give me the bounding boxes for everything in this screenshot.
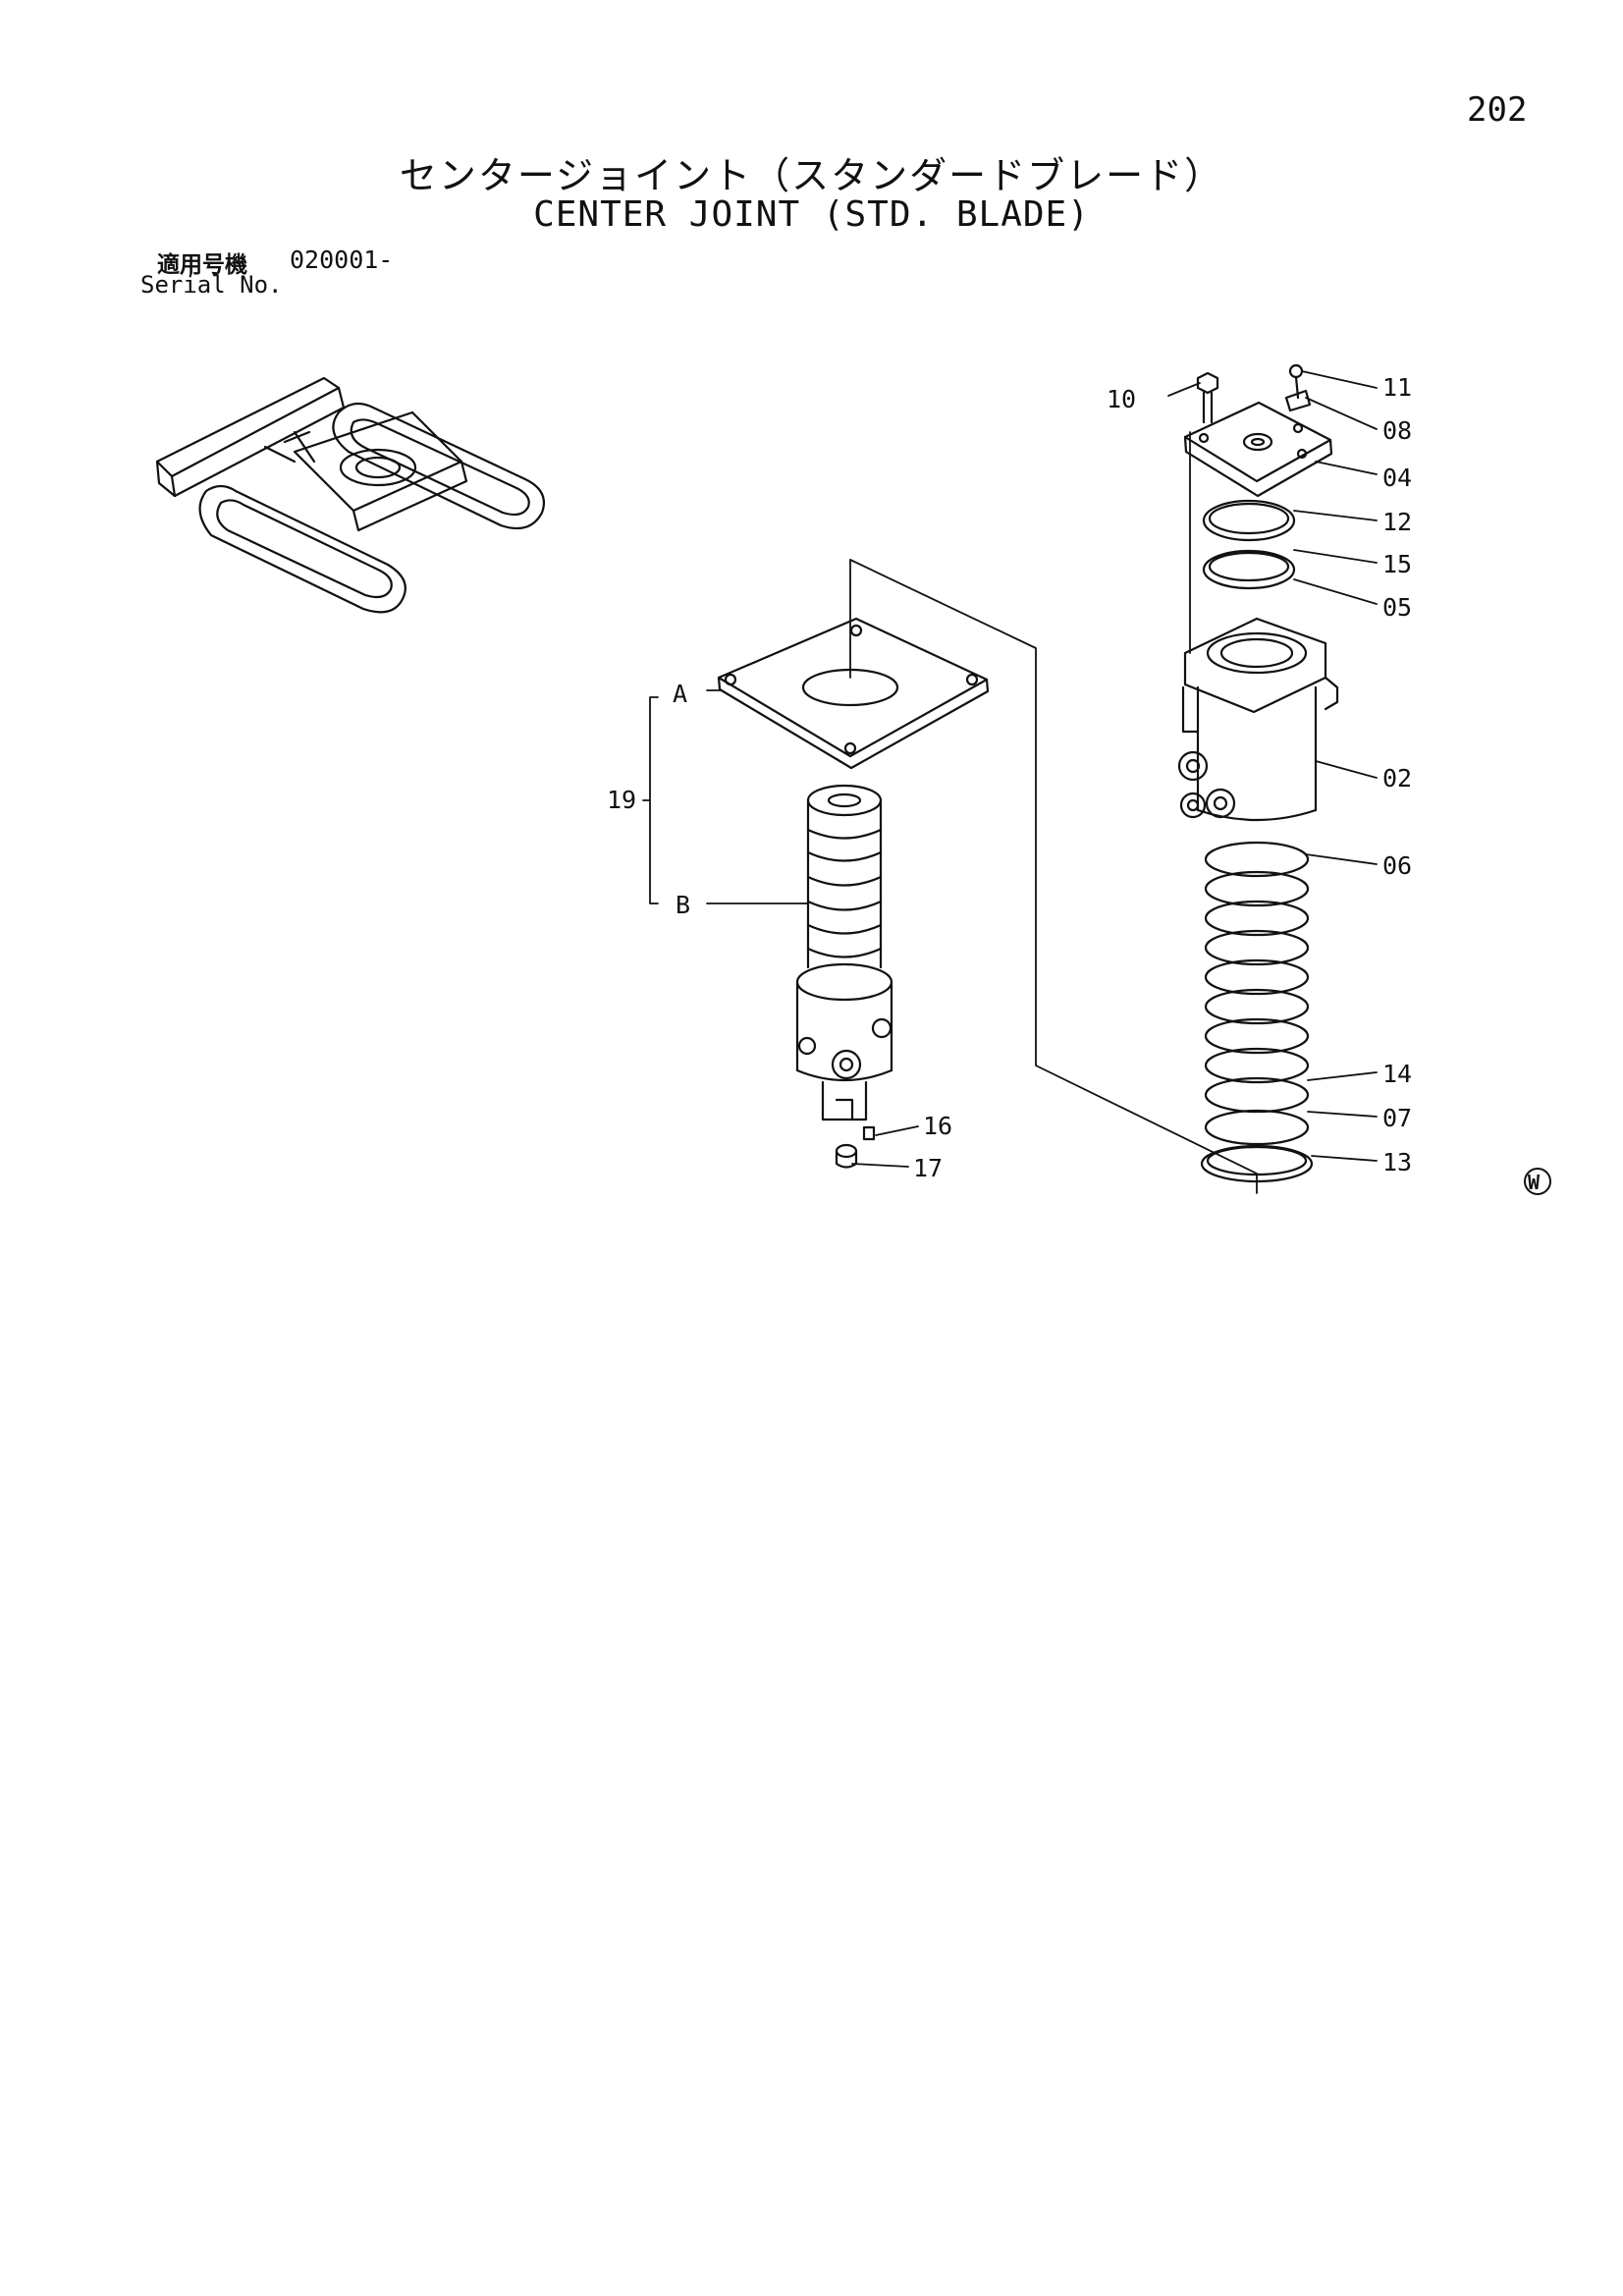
serial-label-english: Serial No. <box>140 271 283 299</box>
center-joint-body <box>1177 363 1339 1183</box>
page-number: 202 <box>1467 90 1528 130</box>
callout-11: 11 <box>1382 373 1412 402</box>
callout-07: 07 <box>1382 1104 1412 1132</box>
assembly-19 <box>717 617 990 1169</box>
callout-a: A <box>673 680 687 708</box>
callout-08: 08 <box>1382 416 1412 445</box>
undercarriage-thumbnail <box>155 376 546 614</box>
serial-number-value: 020001- <box>290 246 394 274</box>
callout-04: 04 <box>1382 464 1412 492</box>
callout-16: 16 <box>923 1112 952 1140</box>
callout-05: 05 <box>1382 593 1412 622</box>
callout-12: 12 <box>1382 508 1412 536</box>
assembly-axis-lines <box>849 431 1258 1194</box>
title-japanese: センタージョイント（スタンダードブレード） <box>399 154 1224 197</box>
callout-14: 14 <box>1382 1060 1412 1088</box>
circled-w-mark: W <box>1524 1168 1551 1195</box>
callouts: 10 11 08 04 12 15 05 02 06 14 07 13 16 1… <box>607 373 1412 1182</box>
circled-w-letter: W <box>1528 1171 1541 1194</box>
callout-b: B <box>676 891 690 919</box>
callout-19: 19 <box>607 786 636 814</box>
callout-17: 17 <box>913 1154 943 1182</box>
leader-lines <box>642 370 1378 1168</box>
callout-15: 15 <box>1382 550 1412 578</box>
callout-13: 13 <box>1382 1148 1412 1176</box>
callout-10: 10 <box>1107 385 1136 413</box>
serial-label-japanese: 適用号機 <box>157 252 247 278</box>
title-english: CENTER JOINT (STD. BLADE) <box>533 194 1090 235</box>
callout-02: 02 <box>1382 764 1412 793</box>
callout-06: 06 <box>1382 851 1412 880</box>
